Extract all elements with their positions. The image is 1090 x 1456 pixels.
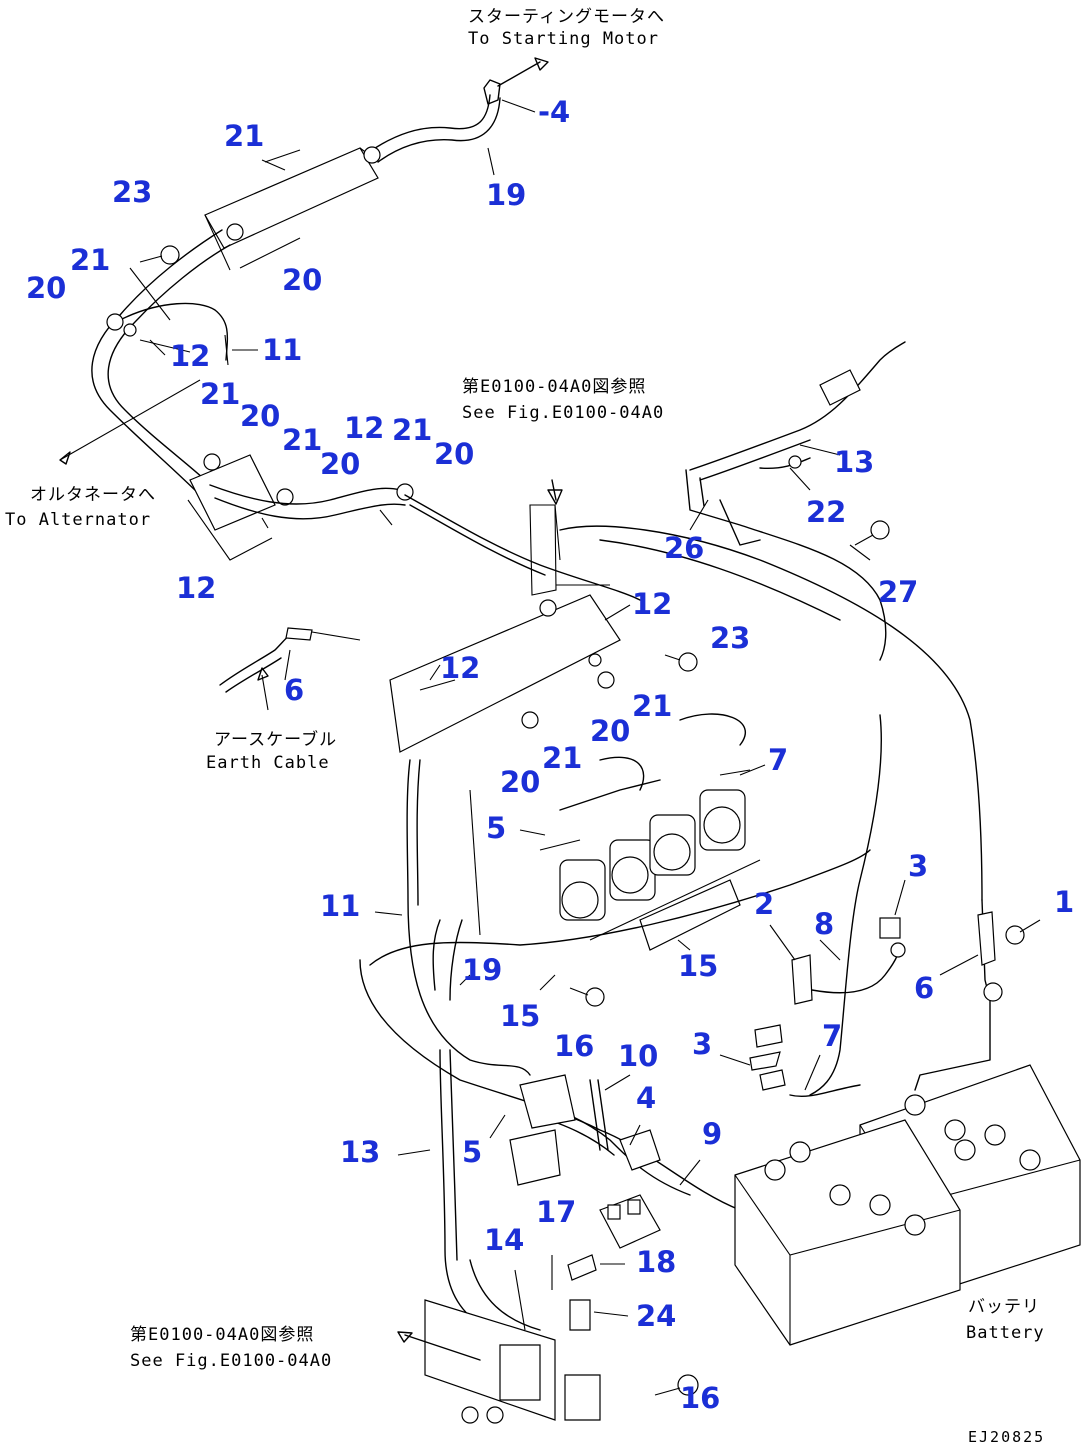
label-see-fig-bottom-en: See Fig.E0100-04A0: [130, 1351, 332, 1371]
clamps-mid: [569, 652, 783, 1048]
callout: 24: [636, 1299, 676, 1333]
callout: 10: [618, 1039, 658, 1073]
callout: 16: [680, 1381, 720, 1415]
callout: 15: [500, 999, 540, 1033]
callout: 5: [486, 811, 506, 845]
callout: 9: [702, 1117, 722, 1151]
callout: 15: [678, 949, 718, 983]
callout: 1: [1054, 885, 1074, 919]
callout: 20: [240, 399, 280, 433]
label-alternator-en: To Alternator: [5, 510, 151, 530]
callout: 20: [500, 765, 540, 799]
callout: 21: [70, 243, 110, 277]
callout: 20: [320, 447, 360, 481]
main-harness-upper: [404, 341, 906, 661]
label-see-fig-top-jp: 第E0100-04A0図参照: [462, 377, 646, 397]
relay-bracket-plate: [389, 479, 621, 753]
callout: 3: [908, 849, 928, 883]
callout: 5: [462, 1135, 482, 1169]
label-earth-cable-en: Earth Cable: [206, 753, 330, 773]
callout: 21: [282, 423, 322, 457]
earth-cable: [219, 627, 361, 711]
callout: 13: [834, 445, 874, 479]
callout: 21: [224, 119, 264, 153]
label-see-fig-bottom-jp: 第E0100-04A0図参照: [130, 1325, 314, 1345]
callout: 13: [340, 1135, 380, 1169]
callout: 18: [636, 1245, 676, 1279]
callout: 22: [806, 495, 846, 529]
callout: 12: [440, 651, 480, 685]
callout: 27: [878, 575, 918, 609]
callout: 20: [590, 714, 630, 748]
callout: 7: [822, 1019, 842, 1053]
annotation-labels: スターティングモータへ To Starting Motor オルタネータへ To…: [5, 7, 1045, 1446]
bracket-12-left: [187, 453, 414, 561]
callout: 20: [434, 437, 474, 471]
alternator-cable: [59, 229, 231, 496]
callout: 12: [170, 339, 210, 373]
callout: 14: [484, 1223, 524, 1257]
starter-cable: [371, 57, 549, 163]
callout: 19: [462, 953, 502, 987]
callout: 12: [344, 411, 384, 445]
callout-numbers: -4 21 19 23 20 21 20 12 11 21 20 21 20 1…: [26, 95, 1074, 1415]
fuse-panel: [397, 1259, 601, 1424]
callout: 20: [282, 263, 322, 297]
callout: 21: [632, 689, 672, 723]
callout: 23: [112, 175, 152, 209]
clamp-23-top: [129, 245, 180, 321]
leader-lines: [149, 147, 1041, 1331]
cable-sleeve-top: [204, 146, 381, 271]
callout: 16: [554, 1029, 594, 1063]
label-see-fig-top-en: See Fig.E0100-04A0: [462, 403, 664, 423]
label-starting-motor-jp: スターティングモータへ: [468, 7, 665, 27]
callout: 23: [710, 621, 750, 655]
label-alternator-jp: オルタネータへ: [30, 485, 156, 505]
callout: 12: [176, 571, 216, 605]
callout: 19: [486, 178, 526, 212]
callout: 4: [636, 1081, 656, 1115]
callout: 8: [814, 907, 834, 941]
battery-loop-cable: [559, 525, 1025, 1096]
label-battery-jp: バッテリ: [968, 1297, 1040, 1317]
callout: -4: [538, 95, 570, 129]
callout: 20: [26, 271, 66, 305]
battery-left: [734, 1119, 961, 1346]
callout: 21: [200, 377, 240, 411]
battery-relay: [599, 1194, 661, 1249]
label-battery-en: Battery: [966, 1323, 1045, 1343]
callout: 11: [320, 889, 360, 923]
label-earth-cable-jp: アースケーブル: [214, 729, 337, 750]
callout: 21: [542, 741, 582, 775]
battery-leads: [509, 1051, 861, 1196]
callout: 26: [664, 531, 704, 565]
callout: 12: [632, 587, 672, 621]
small-hardware-bottom: [551, 1254, 699, 1396]
callout: 2: [754, 887, 774, 921]
callout: 17: [536, 1195, 576, 1229]
fusible-link-2: [791, 917, 906, 1005]
label-starting-motor-en: To Starting Motor: [468, 29, 659, 49]
callout: 6: [284, 673, 304, 707]
callout: 7: [768, 743, 788, 777]
callout: 11: [262, 333, 302, 367]
drawing-code: EJ20825: [968, 1428, 1045, 1446]
callout: 3: [692, 1027, 712, 1061]
callout: 21: [392, 413, 432, 447]
relay-components: [539, 713, 761, 951]
callout: 6: [914, 971, 934, 1005]
